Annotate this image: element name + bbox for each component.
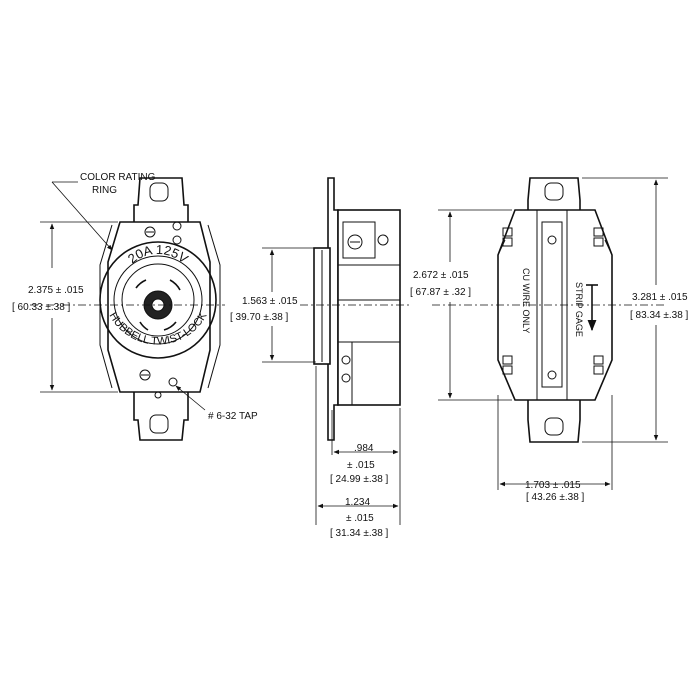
side-depth-small-dim: .984 [354, 443, 374, 454]
cu-wire-only-label: CU WIRE ONLY [521, 268, 531, 333]
side-height-dim: 1.563 ± .015 [242, 296, 298, 307]
side-height-dim-metric: [ 39.70 ±.38 ] [230, 312, 289, 323]
rear-width-dim: 1.703 ± .015 [525, 480, 581, 491]
blade-slot [135, 279, 147, 289]
color-ring-leader [51, 181, 113, 251]
color-rating-label-1: COLOR RATING [80, 172, 156, 183]
rear-top-mount-slot [544, 182, 564, 201]
rear-bottom-mount-slot [544, 417, 564, 436]
side-depth-total-dim: 1.234 [345, 497, 370, 508]
rear-terminal [502, 227, 513, 237]
side-terminal-top [342, 221, 376, 259]
blade-slot [163, 321, 177, 331]
rear-total-height-dim: 3.281 ± .015 [632, 292, 688, 303]
tap-leader [175, 385, 206, 411]
front-top-screw [144, 226, 156, 238]
side-body [337, 209, 401, 406]
side-depth-total-tol: ± .015 [346, 513, 374, 524]
rear-body-height-metric: [ 67.87 ± .32 ] [410, 287, 471, 298]
front-bottom-screw [139, 369, 151, 381]
side-depth-total-metric: [ 31.34 ±.38 ] [330, 528, 389, 539]
strip-gage-label: STRIP GAGE [574, 282, 584, 337]
front-top-mount-slot [149, 182, 169, 202]
rear-terminal [502, 355, 513, 365]
rear-total-height-metric: [ 83.34 ±.38 ] [630, 310, 689, 321]
blade-slot [139, 321, 149, 331]
side-depth-small-metric: [ 24.99 ±.38 ] [330, 474, 389, 485]
front-height-dim-metric: [ 60.33 ±.38 ] [12, 302, 71, 313]
front-right-flange [207, 224, 221, 389]
front-mounting-strap [133, 177, 189, 441]
blade-slot [169, 279, 181, 291]
rear-width-metric: [ 43.26 ±.38 ] [526, 492, 585, 503]
side-view: 1.563 ± .015 [ 39.70 ±.38 ] .984 ± .015 … [230, 177, 412, 539]
front-height-dim: 2.375 ± .015 [28, 285, 84, 296]
tap-label: # 6-32 TAP [208, 411, 258, 422]
side-terminal-screw [347, 234, 363, 250]
front-bottom-mount-slot [149, 414, 169, 434]
rear-terminal [593, 227, 604, 237]
tap-hole [168, 377, 178, 387]
rear-terminal [593, 355, 604, 365]
front-view: 20A 125V HUBBELL TWIST-LOCK COLOR RATING… [12, 172, 258, 441]
color-rating-ring [99, 241, 217, 359]
rear-view: CU WIRE ONLY STRIP GAGE 2.672 ± .015 [ 6… [410, 177, 689, 503]
color-rating-label-2: RING [92, 185, 117, 196]
rear-body-height-dim: 2.672 ± .015 [413, 270, 469, 281]
front-top-terminal [172, 221, 182, 231]
side-depth-small-tol: ± .015 [347, 460, 375, 471]
